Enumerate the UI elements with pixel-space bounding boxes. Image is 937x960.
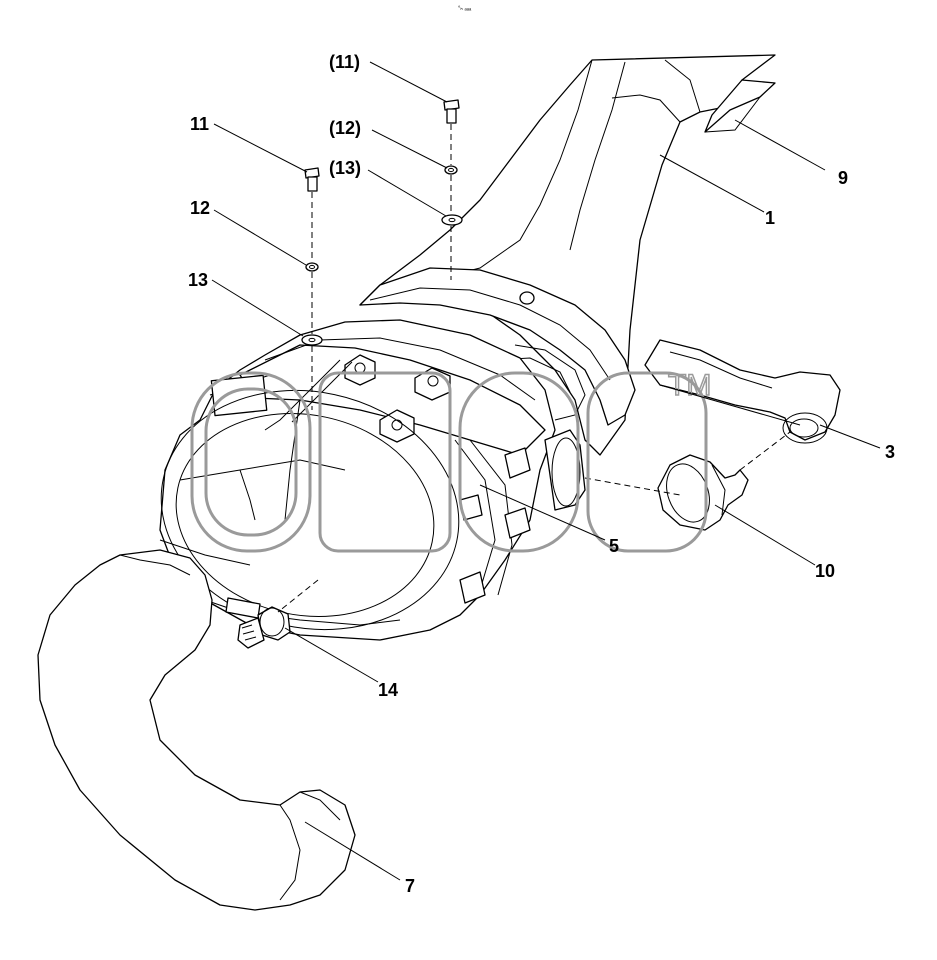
callout-11: 11 (190, 114, 209, 134)
bolt-11 (304, 167, 320, 192)
callout-13: 13 (188, 270, 208, 290)
washer-13 (301, 334, 323, 346)
nut-12 (305, 262, 319, 272)
leader-lines (211, 61, 881, 881)
watermark-tm: TM (668, 369, 711, 402)
hose-part-7 (37, 549, 356, 911)
callout-14: 14 (378, 680, 398, 700)
callout-12: 12 (190, 198, 210, 218)
bolt-11-alt (443, 99, 460, 124)
callout-10: 10 (815, 561, 835, 581)
nut-12-alt (444, 165, 458, 175)
hose-part-3 (644, 339, 841, 444)
callout-1: 1 (765, 208, 775, 228)
watermark: TM (190, 368, 712, 553)
callout-7: 7 (405, 876, 415, 896)
air-cleaner-body-part-5 (159, 319, 586, 641)
elbow-part-10 (657, 454, 749, 531)
callout-3: 3 (885, 442, 895, 462)
header-mark: °ₕ ₐₐₐ (458, 6, 472, 12)
callout-13-paren: (13) (329, 158, 361, 178)
callout-12-paren: (12) (329, 118, 361, 138)
callout-5: 5 (609, 536, 619, 556)
callout-9: 9 (838, 168, 848, 188)
callout-11-paren: (11) (329, 52, 360, 72)
sensor-part-14 (237, 606, 291, 649)
washer-13-alt (441, 214, 463, 226)
